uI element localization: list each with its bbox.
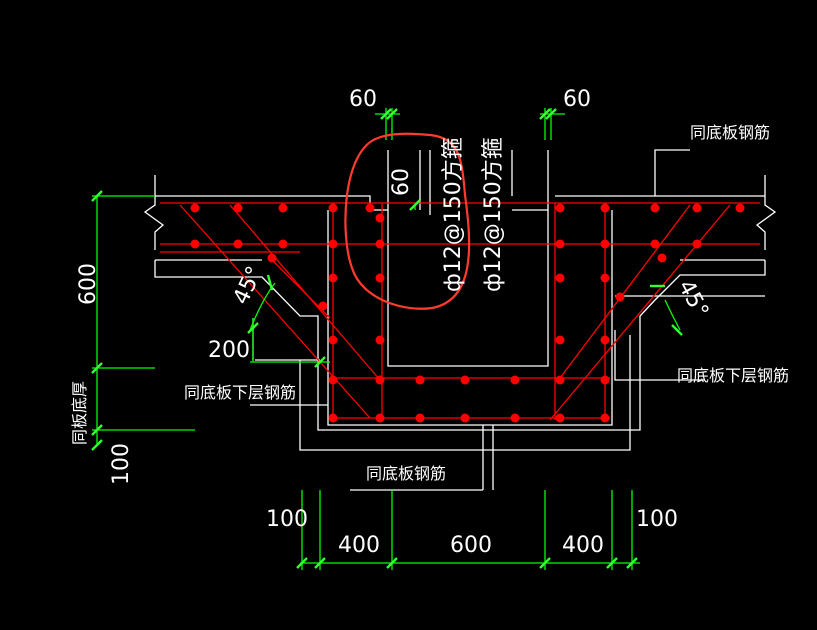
rebar-dot (415, 413, 425, 423)
left-thickness-label: 同板底厚 (70, 381, 89, 445)
rebar-dot (555, 239, 565, 249)
rebar-dots (190, 203, 745, 423)
rebar-dot (735, 203, 745, 213)
rebar-dot (555, 413, 565, 423)
rebar-dot (375, 413, 385, 423)
rebar-dot (615, 292, 625, 302)
rebar-dot (328, 273, 338, 283)
right-lower-rebar-label: 同底板下层钢筋 (677, 366, 789, 385)
dim-bottom-600: 600 (450, 533, 492, 558)
rebar-dot (328, 203, 338, 213)
rebar-dot (600, 273, 610, 283)
rebar-dot (555, 273, 565, 283)
rebar-dot (692, 203, 702, 213)
rebar-dot (233, 239, 243, 249)
angle-right: 45° (673, 276, 713, 322)
rebar-dot (328, 335, 338, 345)
rebar-dot (555, 335, 565, 345)
rebar-dot (190, 203, 200, 213)
rebar-dot (375, 213, 385, 223)
dim-bottom-100-right: 100 (636, 507, 678, 532)
highlight-outline (344, 132, 471, 310)
rebar-dot (650, 239, 660, 249)
rebar-dot (460, 413, 470, 423)
rebar-dot (328, 413, 338, 423)
rebar-dot (328, 239, 338, 249)
rebar-dot (600, 335, 610, 345)
rebar-dot (278, 239, 288, 249)
rebar-dot (555, 203, 565, 213)
dimension-ticks (91, 108, 683, 569)
rebar-dot (375, 273, 385, 283)
rebar-dot (555, 375, 565, 385)
rebar-dot (190, 239, 200, 249)
rebar-dot (278, 203, 288, 213)
dim-inner-60: 60 (389, 168, 414, 196)
dim-200: 200 (208, 338, 250, 363)
dim-bottom-100-left: 100 (266, 507, 308, 532)
rebar-dot (600, 375, 610, 385)
rebar-dot (650, 203, 660, 213)
rebar-dot (600, 413, 610, 423)
rebar-dot (510, 413, 520, 423)
bottom-rebar-label: 同底板钢筋 (366, 464, 446, 483)
rebar-dot (375, 239, 385, 249)
rebar-dot (233, 203, 243, 213)
top-right-rebar-label: 同底板钢筋 (690, 123, 770, 142)
dim-top-left: 60 (349, 87, 377, 112)
rebar-dot (692, 239, 702, 249)
dim-top-right: 60 (563, 87, 591, 112)
dimension-lines (92, 108, 681, 570)
dim-bottom-400-left: 400 (338, 533, 380, 558)
labels: 60 60 60 ф12@150方箍 ф12@150方箍 同底板钢筋 600 同… (70, 87, 789, 558)
dim-left-600: 600 (76, 263, 101, 305)
left-lower-rebar-label: 同底板下层钢筋 (184, 383, 296, 402)
rebar-dot (267, 253, 277, 263)
rebar-dot (365, 203, 375, 213)
angle-left: 45° (229, 263, 268, 309)
rebar-dot (510, 375, 520, 385)
stirrup-right-label: ф12@150方箍 (481, 137, 506, 292)
dim-bottom-400-right: 400 (562, 533, 604, 558)
rebar-dot (460, 375, 470, 385)
stirrup-left-label: ф12@150方箍 (441, 137, 466, 292)
rebar-dot (328, 375, 338, 385)
rebar-dot (600, 239, 610, 249)
rebar-dot (657, 253, 667, 263)
rebar-dot (375, 335, 385, 345)
rebar-dot (318, 301, 328, 311)
rebar-dot (375, 375, 385, 385)
rebar-dot (415, 375, 425, 385)
dim-left-100: 100 (109, 443, 134, 485)
rebar-dot (600, 203, 610, 213)
